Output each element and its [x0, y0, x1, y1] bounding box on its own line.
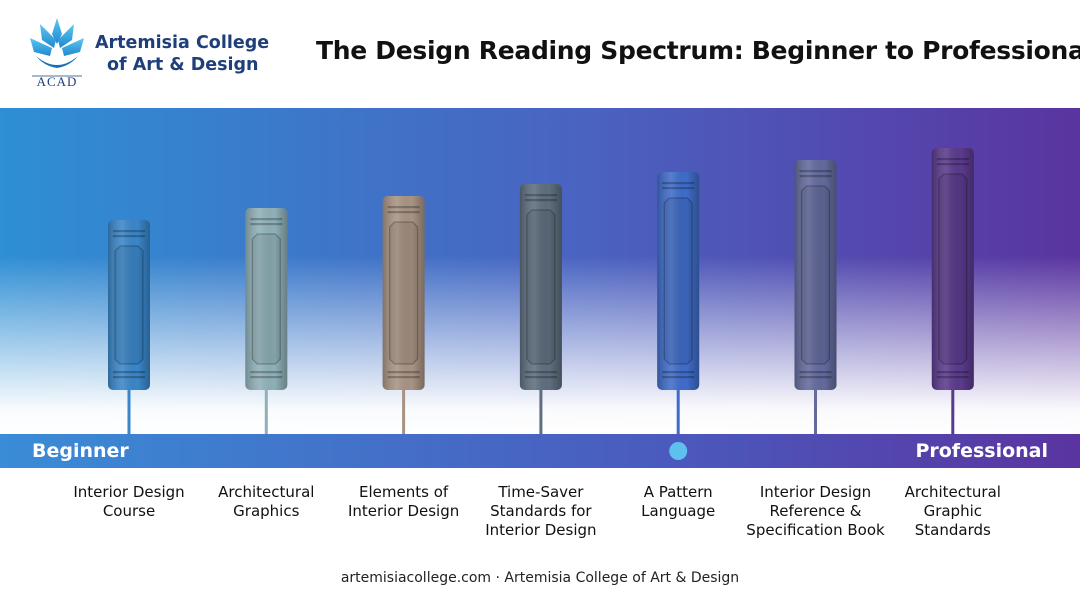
book-label-line: Architectural	[218, 483, 315, 501]
book-band	[524, 376, 557, 379]
book-panel	[800, 185, 831, 365]
book-band	[662, 182, 695, 185]
book-spine[interactable]	[245, 208, 288, 390]
spectrum-marker	[669, 442, 688, 460]
book-spine[interactable]	[382, 196, 425, 390]
book-label-line: Interior Design	[485, 521, 597, 539]
book-band	[936, 376, 969, 379]
book-band	[662, 371, 695, 374]
spectrum-illustration	[0, 108, 1080, 468]
beginner-label: Beginner	[32, 440, 129, 462]
book-band	[799, 371, 832, 374]
book-band	[799, 175, 832, 178]
book-band	[662, 187, 695, 190]
book-band	[936, 163, 969, 166]
book-band	[387, 371, 420, 374]
book-label-line: Standards for	[490, 502, 592, 520]
book-shading	[931, 148, 974, 390]
book-shading	[108, 220, 150, 390]
book-label-line: Architectural	[904, 483, 1001, 501]
book-spine[interactable]	[519, 184, 562, 390]
book-label-line: Interior Design	[73, 483, 185, 501]
book-band	[387, 376, 420, 379]
book-shading	[245, 208, 288, 390]
book-band	[387, 206, 420, 209]
book-band	[387, 211, 420, 214]
book-band	[799, 376, 832, 379]
book-label-line: Graphics	[233, 502, 300, 520]
spectrum-bar	[0, 434, 1080, 468]
lotus-icon: ACAD	[30, 18, 84, 89]
spectrum-band	[0, 108, 1080, 468]
book-shading	[794, 160, 837, 390]
book-band	[936, 158, 969, 161]
book-label-line: Interior Design	[759, 483, 872, 501]
book-label-line: Reference &	[769, 502, 862, 520]
book-band	[113, 376, 145, 379]
book-label-line: Course	[102, 502, 156, 520]
book-label-line: Standards	[914, 521, 991, 539]
book-panel	[526, 209, 556, 365]
book-shading	[657, 172, 700, 390]
book-label-line: Elements of	[359, 483, 449, 501]
book-band	[250, 223, 283, 226]
book-band	[662, 376, 695, 379]
book-spine[interactable]	[931, 148, 974, 390]
logo-text: Artemisia College of Art & Design	[95, 32, 269, 76]
professional-label: Professional	[915, 440, 1048, 462]
book-band	[524, 194, 557, 197]
book-band	[113, 371, 145, 374]
book-spine[interactable]	[657, 172, 700, 390]
book-shading	[382, 196, 425, 390]
book-band	[936, 371, 969, 374]
book-panel	[114, 245, 144, 365]
book-label-line: Time-Saver	[498, 483, 584, 501]
book-label-line: A Pattern	[643, 483, 713, 501]
book-band	[113, 230, 145, 233]
page-title: The Design Reading Spectrum: Beginner to…	[316, 36, 1080, 65]
book-band	[113, 235, 145, 238]
book-panel	[389, 221, 419, 365]
logo-line2: of Art & Design	[107, 55, 259, 75]
book-shading	[519, 184, 562, 390]
book-band	[524, 199, 557, 202]
book-band	[250, 371, 283, 374]
book-band	[524, 371, 557, 374]
logo-line1: Artemisia College	[95, 33, 270, 53]
book-spine[interactable]	[794, 160, 837, 390]
book-panel	[663, 197, 693, 365]
footer-text[interactable]: artemisiacollege.com · Artemisia College…	[340, 570, 740, 586]
logo-acronym: ACAD	[37, 74, 78, 89]
book-band	[250, 376, 283, 379]
book-label-line: Specification Book	[746, 521, 885, 539]
book-label-line: Interior Design	[347, 502, 460, 520]
header: ACAD Artemisia College of Art & Design T…	[0, 0, 1080, 108]
book-label-line: Language	[641, 502, 716, 520]
book-panel	[251, 233, 281, 365]
book-spine[interactable]	[108, 220, 150, 390]
book-panel	[938, 173, 968, 365]
book-band	[250, 218, 283, 221]
book-label-line: Graphic	[923, 502, 983, 520]
book-band	[799, 170, 832, 173]
